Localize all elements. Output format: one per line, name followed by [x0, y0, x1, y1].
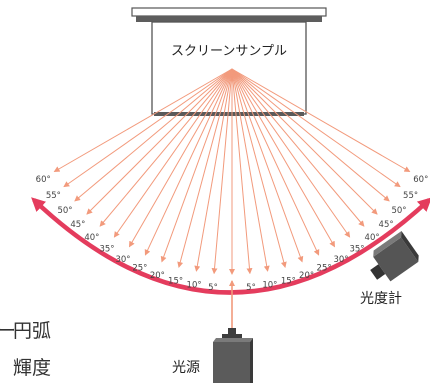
angle-label-left-50: 50° — [57, 206, 72, 216]
angle-label-left-60: 60° — [36, 175, 51, 185]
ray-right-5 — [231, 68, 253, 275]
ray-left-10 — [194, 68, 233, 272]
ray-left-55 — [63, 68, 233, 188]
photometer-device — [370, 230, 419, 282]
ray-right-60 — [231, 68, 411, 173]
angle-label-left-5: 5° — [208, 283, 218, 293]
angle-label-left-40: 40° — [84, 233, 99, 243]
angle-label-left-25: 25° — [132, 264, 147, 274]
luminance-partial-label: 輝度 — [13, 357, 51, 379]
ray-right-30 — [231, 68, 336, 248]
screen-top-bar — [131, 7, 327, 17]
ray-left-60 — [53, 68, 233, 173]
angle-label-left-10: 10° — [187, 281, 202, 291]
angle-label-right-60: 60° — [413, 175, 428, 185]
ray-right-20 — [231, 68, 304, 263]
ray-left-45 — [86, 68, 233, 215]
ray-left-5 — [211, 68, 233, 275]
ray-right-25 — [231, 68, 320, 256]
photometer-label: 光度計 — [360, 291, 402, 307]
angle-label-right-30: 30° — [333, 255, 348, 265]
angle-label-right-10: 10° — [262, 281, 277, 291]
ray-right-55 — [231, 68, 401, 188]
angle-label-right-25: 25° — [317, 264, 332, 274]
ray-left-30 — [128, 68, 233, 248]
angle-label-left-35: 35° — [99, 245, 114, 255]
angle-label-right-35: 35° — [349, 245, 364, 255]
angle-label-right-15: 15° — [281, 277, 296, 287]
ray-left-20 — [160, 68, 233, 263]
ray-right-45 — [231, 68, 378, 215]
angle-label-left-45: 45° — [70, 220, 85, 230]
measurement-arc — [31, 197, 430, 295]
angle-label-group: 5°10°15°20°25°30°35°40°45°50°55°60°5°10°… — [36, 175, 429, 293]
ray-left-50 — [74, 68, 233, 202]
angle-label-left-20: 20° — [150, 271, 165, 281]
ray-left-25 — [144, 68, 233, 256]
angle-label-left-15: 15° — [168, 277, 183, 287]
ray-group — [53, 68, 411, 275]
angle-label-right-20: 20° — [299, 271, 314, 281]
angle-label-left-30: 30° — [115, 255, 130, 265]
ray-right-10 — [231, 68, 270, 272]
angle-label-right-45: 45° — [379, 220, 394, 230]
light-source-label: 光源 — [172, 360, 200, 376]
dash-partial-label: ー — [0, 320, 16, 342]
screen-roller — [136, 16, 322, 22]
light-source-device — [213, 328, 253, 383]
screen-label: スクリーンサンプル — [171, 44, 287, 59]
screen-bottom-bar — [154, 112, 304, 116]
angle-label-right-55: 55° — [403, 191, 418, 201]
ray-right-15 — [231, 68, 287, 268]
ray-left-15 — [177, 68, 233, 268]
angle-label-right-5: 5° — [246, 283, 256, 293]
angle-label-right-50: 50° — [391, 206, 406, 216]
arc-partial-label: 円弧 — [13, 320, 51, 342]
angle-label-right-40: 40° — [365, 233, 380, 243]
angle-label-left-55: 55° — [46, 191, 61, 201]
ray-right-50 — [231, 68, 390, 202]
